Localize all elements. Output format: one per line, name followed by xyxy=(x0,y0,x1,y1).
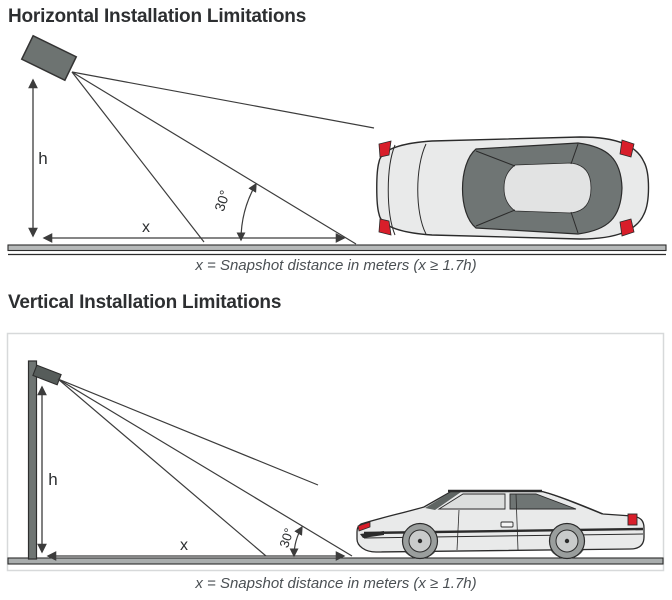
horizontal-installation-diagram: h x 30° xyxy=(7,34,667,256)
section-title-horizontal: Horizontal Installation Limitations xyxy=(8,6,307,27)
fov-line-lower xyxy=(57,378,267,557)
hood-seam xyxy=(417,143,427,235)
fov-line-center xyxy=(57,378,353,557)
light-front-right xyxy=(619,139,635,158)
door-handle xyxy=(500,521,514,528)
vertical-installation-diagram: h x 30° xyxy=(6,332,665,572)
rear-side-window xyxy=(509,493,577,510)
rear-deck-crease xyxy=(539,490,603,515)
car-top-view xyxy=(376,136,650,240)
fov-line-center xyxy=(71,71,357,245)
angle-arc xyxy=(236,182,257,242)
front-bumper-wedge xyxy=(360,531,384,538)
section-title-vertical: Vertical Installation Limitations xyxy=(8,292,282,313)
mounting-pole xyxy=(27,360,38,560)
taillight xyxy=(627,513,638,526)
door-seam-rear xyxy=(515,493,519,551)
caption-horizontal: x = Snapshot distance in meters (x ≥ 1.7… xyxy=(195,257,477,274)
angle-label: 30° xyxy=(211,188,233,213)
front-bumper-seam xyxy=(387,144,396,236)
fov-line-upper xyxy=(71,71,375,129)
corner-lights xyxy=(378,139,635,237)
light-front-left xyxy=(378,140,392,158)
car-roof xyxy=(503,162,592,214)
windshield-pillar xyxy=(425,492,461,510)
angle-arc xyxy=(289,525,303,558)
distance-label: x xyxy=(180,537,188,554)
pillar-lines xyxy=(475,143,579,234)
height-label: h xyxy=(38,149,47,168)
door-seam-front xyxy=(456,509,460,551)
front-wheel xyxy=(401,522,439,560)
rear-wheel xyxy=(548,522,586,560)
car-side-view xyxy=(356,489,645,560)
front-side-window xyxy=(437,493,506,510)
light-rear-right xyxy=(619,218,635,237)
ground-road xyxy=(7,244,667,256)
fov-lines xyxy=(57,378,353,557)
height-label: h xyxy=(48,470,57,489)
light-rear-left xyxy=(378,218,392,236)
headlight xyxy=(357,521,371,532)
distance-label: x xyxy=(142,219,150,236)
camera-icon xyxy=(20,34,78,82)
fov-line-upper xyxy=(57,378,319,486)
caption-vertical: x = Snapshot distance in meters (x ≥ 1.7… xyxy=(195,575,477,592)
fov-lines xyxy=(71,71,375,245)
angle-label: 30° xyxy=(276,526,296,549)
fov-line-lower xyxy=(71,71,205,243)
